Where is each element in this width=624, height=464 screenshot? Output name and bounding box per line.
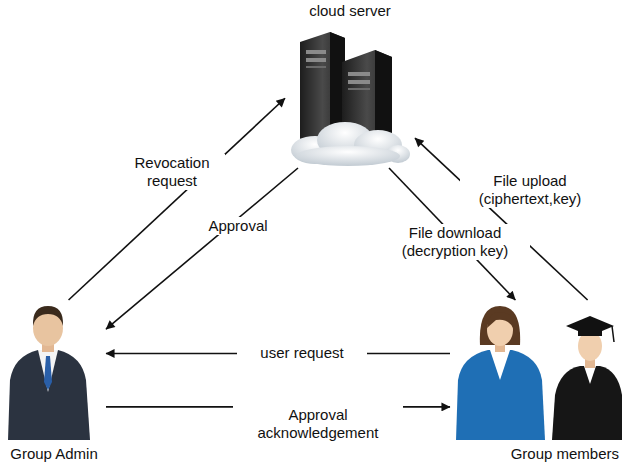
edge-label: File download (decryption key)	[380, 224, 530, 260]
node-box: Group Admin	[2, 300, 106, 462]
node-label: Group Admin	[7, 445, 101, 462]
node-box: cloud server	[285, 2, 415, 168]
edge-label: Approval	[193, 217, 283, 235]
edge-label: File upload (ciphertext,key)	[460, 172, 600, 208]
edge-label: Revocation request	[120, 154, 225, 190]
arrow-connector	[415, 138, 588, 300]
node-label: Group members	[508, 445, 622, 462]
cloud-icon	[291, 122, 410, 166]
edge-label: Approval acknowledgement	[233, 406, 403, 442]
member-figure	[552, 316, 622, 440]
edge-label: user request	[237, 344, 367, 362]
admin-figure	[8, 306, 90, 440]
member-figure	[456, 306, 545, 440]
node-label: cloud server	[306, 2, 394, 19]
arrow-connector	[106, 168, 298, 329]
node-box: Group members	[450, 300, 622, 462]
